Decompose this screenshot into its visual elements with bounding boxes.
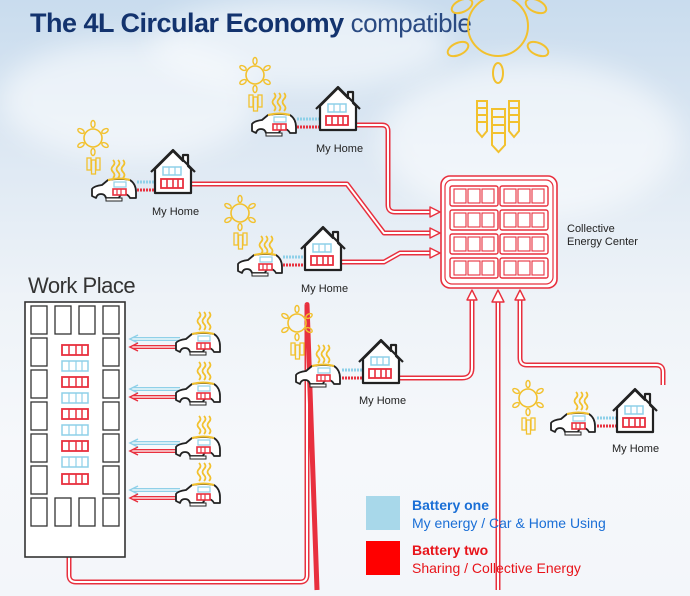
page-title: The 4L Circular Economy compatible: [30, 8, 472, 38]
legend-swatch-battery-two: [366, 541, 400, 575]
center-label-line2: Energy Center: [567, 236, 638, 248]
home-label: My Home: [152, 206, 200, 218]
center-label: Collective Energy Center: [567, 223, 638, 249]
home-label: My Home: [359, 395, 407, 407]
legend-item-battery-one: Battery one My energy / Car & Home Using: [412, 497, 606, 532]
cloud: [150, 0, 450, 90]
workplace-title: Work Place: [28, 273, 136, 298]
collective-energy-center: [440, 175, 558, 289]
legend-subtitle: Sharing / Collective Energy: [412, 560, 581, 576]
legend-item-battery-two: Battery two Sharing / Collective Energy: [412, 542, 581, 577]
legend-subtitle: My energy / Car & Home Using: [412, 515, 606, 531]
legend-title: Battery one: [412, 497, 490, 513]
home-unit: [76, 119, 197, 202]
big-sun-icon: [446, 0, 550, 154]
legend-swatch-battery-one: [366, 496, 400, 530]
work-cars: [130, 311, 220, 506]
home-label: My Home: [316, 143, 364, 155]
home-unit: [238, 56, 362, 137]
center-label-line1: Collective: [567, 223, 615, 235]
energy-lines: [66, 122, 666, 591]
home-unit: [511, 379, 659, 436]
home-unit: [280, 304, 405, 388]
home-label: My Home: [612, 443, 660, 455]
home-unit: [223, 194, 347, 277]
workplace-building: [24, 301, 126, 558]
home-label: My Home: [301, 283, 349, 295]
legend-title: Battery two: [412, 542, 489, 558]
